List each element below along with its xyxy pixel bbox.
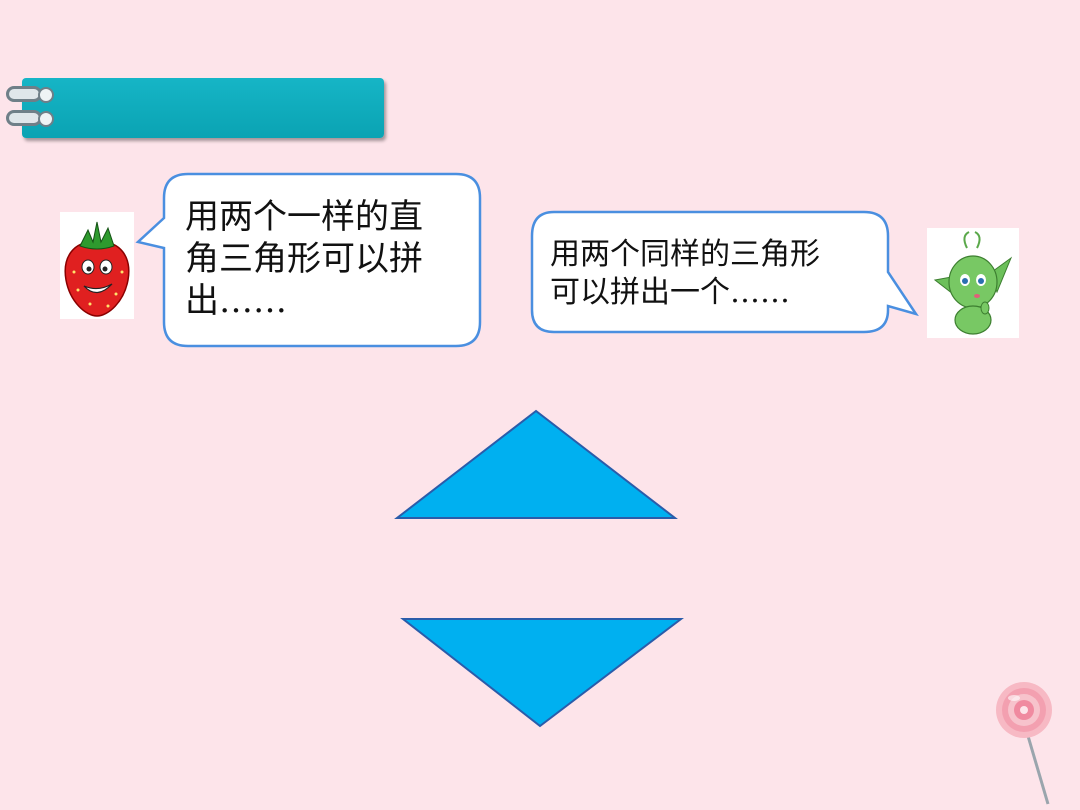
title-banner (22, 78, 384, 138)
bubble-left-line: 用两个一样的直 (185, 197, 423, 237)
bubble-left-line: 出…… (185, 281, 287, 321)
bubble-left-line: 角三角形可以拼 (185, 239, 423, 279)
bubble-right-line: 可以拼出一个…… (550, 275, 790, 310)
lollipop-icon (990, 676, 1070, 806)
triangle-down (400, 618, 684, 728)
green-alien-character-icon (927, 228, 1019, 338)
bubble-left-text: 用两个一样的直 角三角形可以拼 出…… (185, 196, 465, 322)
speech-bubble-left (135, 172, 482, 348)
bubble-right-line: 用两个同样的三角形 (550, 237, 820, 272)
strawberry-character-icon (60, 212, 134, 319)
binder-hole-icon (38, 87, 54, 103)
speech-bubble-right (530, 210, 919, 334)
bubble-right-text: 用两个同样的三角形 可以拼出一个…… (550, 236, 870, 312)
triangle-up (394, 409, 678, 519)
binder-hole-icon (38, 111, 54, 127)
